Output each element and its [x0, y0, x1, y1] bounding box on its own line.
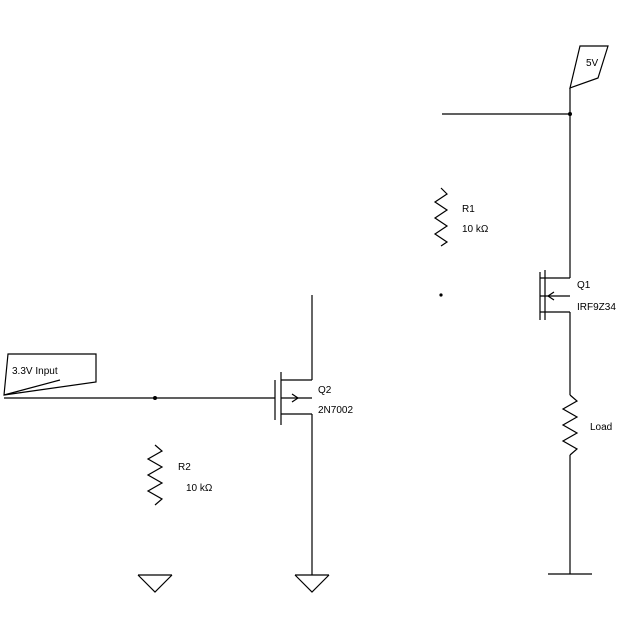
supply-label: 5V — [586, 58, 599, 69]
resistor-load: Load — [561, 394, 612, 456]
floating-node — [439, 293, 443, 297]
input-label: 3.3V Input — [12, 366, 58, 377]
resistor-r2: R2 10 kΩ — [146, 444, 213, 506]
q1-part: IRF9Z34 — [577, 302, 616, 313]
resistor-r1: R1 10 kΩ — [433, 187, 489, 247]
load-value: Load — [590, 422, 612, 433]
r1-value: 10 kΩ — [462, 224, 489, 235]
junction-input — [153, 396, 157, 400]
r2-ref: R2 — [178, 462, 191, 473]
q2-ref: Q2 — [318, 385, 332, 396]
ground-middle — [294, 574, 330, 593]
r2-value: 10 kΩ — [186, 483, 213, 494]
r1-ref: R1 — [462, 204, 475, 215]
mosfet-q1: Q1 IRF9Z34 — [539, 270, 616, 330]
supply-flag-5v: 5V — [569, 45, 609, 114]
q1-ref: Q1 — [577, 280, 591, 291]
q2-part: 2N7002 — [318, 405, 353, 416]
ground-left — [137, 574, 173, 593]
mosfet-q2: Q2 2N7002 — [274, 372, 353, 425]
input-flag: 3.3V Input — [3, 353, 97, 396]
